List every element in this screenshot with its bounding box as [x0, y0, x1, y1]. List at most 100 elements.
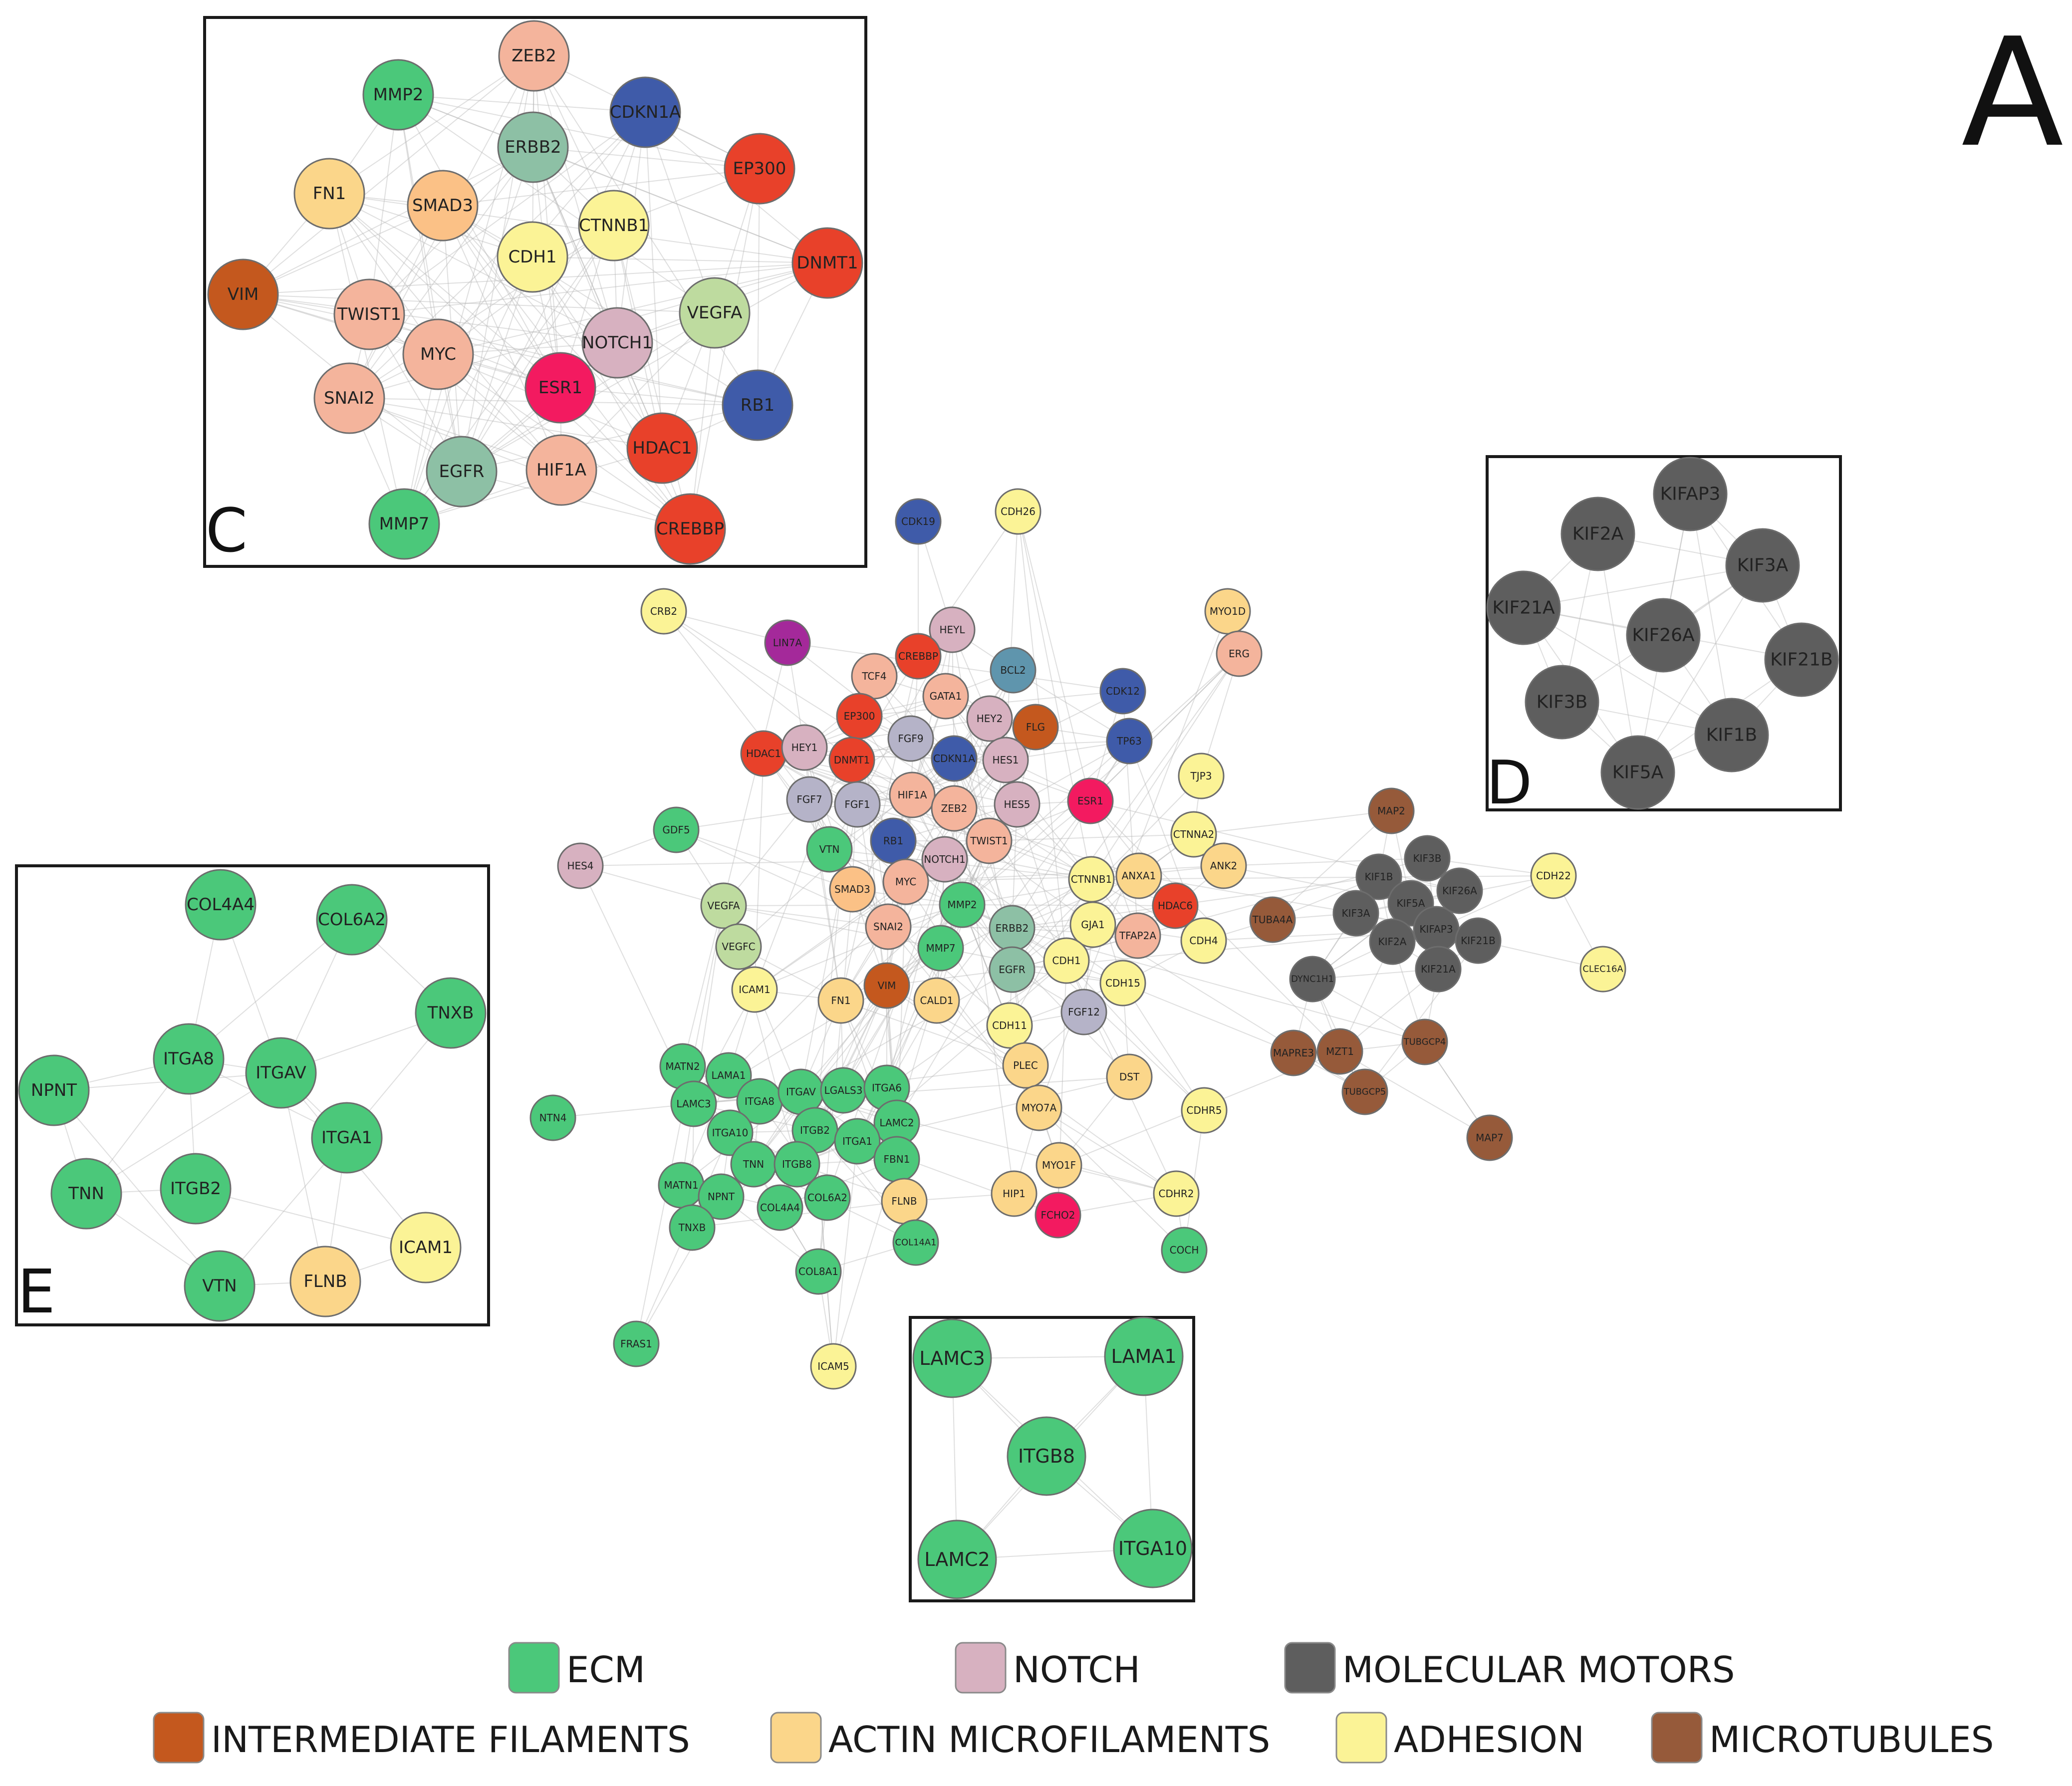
main-node-label: KIFAP3 — [1419, 923, 1453, 935]
main-node-circle — [989, 946, 1036, 993]
inset-D-node-label: FLNB — [303, 1272, 347, 1291]
main-node-fbn1: FBN1 — [873, 1136, 920, 1183]
network-edge — [833, 1141, 858, 1367]
main-node-label: LAMA1 — [712, 1069, 746, 1081]
main-node-icam5: ICAM5 — [810, 1343, 857, 1390]
network-edge — [954, 758, 1015, 1194]
main-node-circle — [817, 977, 864, 1024]
main-node-circle — [1216, 630, 1263, 677]
inset-b-edge — [532, 147, 663, 449]
main-node-cdh1: CDH1 — [1043, 937, 1090, 984]
inset-E-node-lamc2: LAMC2 — [917, 1520, 997, 1599]
inset-B-node-circle — [402, 318, 474, 390]
inset-B-node-circle — [293, 158, 365, 230]
inset-D-node-circle — [245, 1037, 317, 1109]
main-node-label: ERBB2 — [996, 922, 1029, 934]
inset-B-node-label: CDKN1A — [610, 102, 681, 122]
main-node-label: KIF21B — [1461, 935, 1496, 947]
inset-C-node-kifap3: KIFAP3 — [1653, 457, 1728, 531]
legend-item: ECM — [508, 1642, 645, 1694]
network-edge — [886, 859, 945, 1088]
main-node-label: ANK2 — [1210, 860, 1237, 872]
main-node-label: ITGA10 — [712, 1127, 749, 1139]
main-node-circle — [613, 1320, 660, 1367]
main-node-circle — [990, 647, 1036, 694]
inset-B-node-circle — [654, 493, 726, 565]
main-node-label: LAMC3 — [676, 1098, 711, 1110]
inset-D-node-flnb: FLNB — [289, 1246, 361, 1317]
network-edge — [1012, 653, 1240, 970]
main-node-itgav: ITGAV — [777, 1068, 824, 1115]
main-node-ep300: EP300 — [836, 693, 883, 740]
main-node-label: CDHR2 — [1158, 1188, 1194, 1200]
inset-C-node-kif1b: KIF1B — [1694, 698, 1769, 772]
main-node-fgf1: FGF1 — [834, 781, 881, 828]
inset-C-node-kif26a: KIF26A — [1626, 598, 1701, 673]
inset-D-node-col4a4: COL4A4 — [185, 869, 257, 941]
main-node-label: COCH — [1170, 1244, 1199, 1256]
inset-b-edge — [533, 55, 561, 388]
network-edge — [552, 1103, 694, 1118]
inset-E-node-label: LAMC2 — [924, 1548, 990, 1570]
network-edge — [1122, 983, 1205, 1111]
main-node-circle — [1355, 853, 1402, 900]
main-node-circle — [1002, 1042, 1049, 1089]
main-node-circle — [982, 737, 1029, 783]
inset-E-node-lama1: LAMA1 — [1104, 1316, 1184, 1396]
network-edge — [723, 905, 889, 927]
main-node-circle — [863, 962, 910, 1009]
main-node-label: GJA1 — [1081, 919, 1104, 931]
inset-D-node-label: ITGA1 — [321, 1128, 372, 1148]
inset-B-node-ep300: EP300 — [724, 133, 795, 205]
inset-D-node-circle — [390, 1212, 462, 1283]
main-node-circle — [1180, 917, 1227, 964]
main-node-label: ITGB8 — [782, 1158, 812, 1170]
main-node-fgf12: FGF12 — [1060, 989, 1107, 1035]
inset-b-edge — [532, 147, 828, 263]
inset-E-node-circle — [1113, 1509, 1193, 1588]
inset-b-edge — [757, 168, 760, 406]
main-node-kif21a: KIF21A — [1415, 946, 1462, 993]
inset-b-edge — [690, 312, 715, 529]
main-node-map2: MAP2 — [1368, 787, 1415, 834]
main-node-cdh22: CDH22 — [1530, 852, 1577, 899]
inset-b-edge — [398, 94, 760, 169]
inset-b-edge — [398, 94, 462, 472]
network-edge — [1090, 653, 1240, 801]
legend-label: INTERMEDIATE FILAMENTS — [211, 1719, 690, 1761]
main-node-circle — [1152, 882, 1199, 929]
main-node-label: MYO7A — [1022, 1102, 1057, 1114]
main-node-itgb2: ITGB2 — [791, 1107, 838, 1154]
inset-c-edge — [1523, 607, 1732, 736]
inset-B-node-label: NOTCH1 — [582, 333, 653, 353]
inset-B-node-label: RB1 — [741, 395, 775, 415]
inset-D-node-label: COL4A4 — [187, 895, 255, 915]
network-edge — [1193, 810, 1392, 835]
main-node-label: TUBGCP4 — [1403, 1037, 1446, 1047]
main-node-label: FBN1 — [884, 1153, 910, 1165]
main-node-label: KIF2A — [1378, 936, 1407, 948]
main-node-label: COL14A1 — [895, 1238, 937, 1248]
inset-D-node-label: ITGB2 — [170, 1179, 221, 1199]
main-node-lin7a: LIN7A — [764, 619, 811, 666]
inset-D-node-tnn: TNN — [50, 1158, 122, 1230]
main-node-label: MMP7 — [926, 942, 955, 954]
main-node-crebbp: CREBBP — [895, 633, 942, 680]
inset-c-nodes: KIFAP3KIF2AKIF3AKIF21AKIF26AKIF21BKIF3BK… — [1486, 457, 1839, 810]
inset-b-edge — [461, 225, 614, 472]
main-node-circle — [931, 735, 978, 782]
network-edge — [580, 865, 724, 906]
main-node-label: HIF1A — [898, 789, 927, 801]
inset-B-node-label: EGFR — [439, 462, 484, 482]
main-node-label: ITGA1 — [842, 1135, 872, 1147]
network-edge — [663, 611, 1092, 880]
inset-D-node-itgav: ITGAV — [245, 1037, 317, 1109]
main-node-circle — [917, 925, 964, 972]
main-node-vim: VIM — [863, 962, 910, 1009]
inset-C-node-label: KIFAP3 — [1660, 484, 1721, 505]
main-node-label: RB1 — [883, 835, 903, 847]
main-node-coch: COCH — [1161, 1227, 1208, 1274]
